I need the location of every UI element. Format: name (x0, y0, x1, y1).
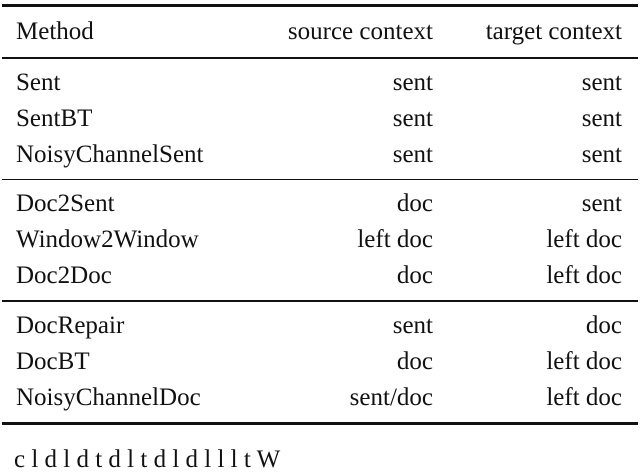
target-cell: left doc (546, 383, 622, 411)
source-cell: sent (392, 68, 433, 96)
header-source-context: source context (287, 18, 433, 45)
bottom-rule (2, 421, 638, 425)
target-cell: sent (581, 140, 622, 168)
cropped-body-text: c l d l d t d l t d l d l l l t W (14, 446, 281, 473)
group-rule (2, 300, 638, 302)
source-cell: sent (392, 311, 433, 339)
method-cell: Sent (16, 68, 61, 96)
method-cell: SentBT (16, 104, 93, 132)
method-cell: Doc2Doc (16, 262, 112, 289)
method-cell: Window2Window (16, 226, 199, 253)
table-group-repair: DocRepair sent doc DocBT doc left doc No… (0, 302, 640, 422)
top-rule (2, 4, 638, 7)
table-group-document: Doc2Sent doc sent Window2Window left doc… (0, 180, 640, 300)
source-cell: sent/doc (349, 383, 433, 411)
table-row: NoisyChannelDoc sent/doc left doc (0, 380, 640, 416)
method-cell: DocBT (16, 347, 90, 375)
table-row: Window2Window left doc left doc (0, 222, 640, 258)
method-cell: DocRepair (16, 311, 125, 339)
target-cell: left doc (546, 262, 622, 289)
source-cell: doc (396, 347, 433, 375)
method-cell: Doc2Sent (16, 190, 115, 217)
target-cell: doc (585, 311, 622, 339)
table-row: Doc2Doc doc left doc (0, 258, 640, 294)
table-row: NoisyChannelSent sent sent (0, 137, 640, 173)
table-header-row: Method source context target context (0, 7, 640, 57)
table-row: Sent sent sent (0, 65, 640, 101)
target-cell: left doc (546, 226, 622, 253)
method-cell: NoisyChannelDoc (16, 383, 201, 411)
target-cell: sent (581, 104, 622, 132)
table-group-sentence: Sent sent sent SentBT sent sent NoisyCha… (0, 59, 640, 179)
header-method: Method (16, 18, 94, 45)
comparison-table: Method source context target context Sen… (0, 4, 640, 425)
method-cell: NoisyChannelSent (16, 140, 204, 168)
header-rule (2, 57, 638, 59)
target-cell: left doc (546, 347, 622, 375)
target-cell: sent (581, 68, 622, 96)
table-row: DocBT doc left doc (0, 344, 640, 380)
table-row: SentBT sent sent (0, 101, 640, 137)
header-target-context: target context (485, 18, 622, 45)
group-rule (2, 178, 638, 180)
source-cell: sent (392, 104, 433, 132)
source-cell: doc (396, 190, 433, 217)
source-cell: left doc (357, 226, 433, 253)
source-cell: sent (392, 140, 433, 168)
target-cell: sent (581, 190, 622, 217)
table-row: Doc2Sent doc sent (0, 186, 640, 222)
source-cell: doc (396, 262, 433, 289)
table-row: DocRepair sent doc (0, 308, 640, 344)
